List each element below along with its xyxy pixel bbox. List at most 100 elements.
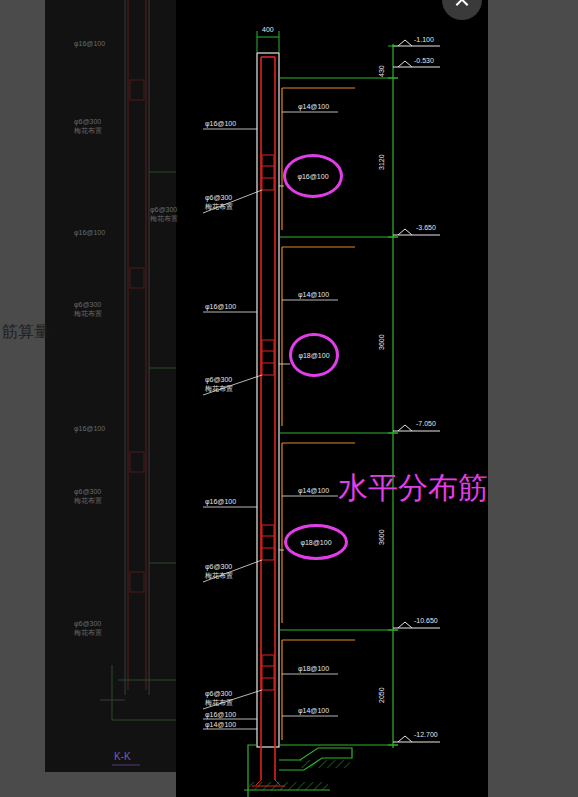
rebar-note: 梅花布置 <box>74 497 102 504</box>
elevation-text: -12.700 <box>414 731 438 738</box>
drawing-stroke <box>282 246 355 247</box>
rebar-label: φ6@300 <box>205 690 232 697</box>
drawing-stroke <box>261 56 275 58</box>
dimension-text: 3600 <box>378 529 385 545</box>
drawing-stroke <box>281 443 282 623</box>
rebar-label: φ14@100 <box>298 103 329 110</box>
drawing-stroke <box>149 368 180 369</box>
drawing-stroke <box>388 46 398 745</box>
rebar-label: φ6@300 <box>74 301 101 308</box>
drawing-stroke <box>392 44 393 748</box>
drawing-stroke <box>203 312 257 313</box>
drawing-stroke <box>279 629 398 630</box>
highlight-circle: φ18@100 <box>289 333 338 377</box>
highlight-circle: φ18@100 <box>284 524 348 560</box>
dimension-text: 400 <box>262 26 274 33</box>
drawing-stroke <box>262 155 274 690</box>
rebar-label: φ16@100 <box>297 173 328 180</box>
rebar-label: φ6@300 <box>150 206 177 213</box>
drawing-stroke <box>279 112 338 716</box>
drawing-stroke <box>262 536 274 537</box>
drawing-stroke <box>149 172 180 173</box>
drawing-stroke <box>125 0 126 695</box>
drawing-stroke <box>279 550 284 551</box>
drawing-stroke <box>388 630 398 631</box>
rebar-label: φ16@100 <box>205 711 236 718</box>
drawing-stroke <box>456 0 467 5</box>
rebar-label: φ6@300 <box>74 620 101 627</box>
drawing-stroke <box>257 31 258 52</box>
drawing-stroke <box>300 760 350 768</box>
drawing-stroke <box>252 780 285 786</box>
drawing-stroke <box>112 765 140 766</box>
drawing-stroke <box>282 112 338 113</box>
highlight-circle: φ16@100 <box>283 154 343 198</box>
drawing-stroke <box>262 178 274 179</box>
drawing-stroke <box>282 300 338 301</box>
drawing-stroke <box>244 745 352 797</box>
drawing-stroke <box>262 363 274 364</box>
drawing-stroke <box>262 351 274 352</box>
rebar-label: φ14@100 <box>298 487 329 494</box>
rebar-label: φ14@100 <box>205 721 236 728</box>
drawing-stroke <box>203 507 257 508</box>
drawing-stroke <box>112 665 180 720</box>
drawing-stroke <box>146 0 147 690</box>
drawing-stroke <box>388 78 398 79</box>
drawing-stroke <box>282 88 355 740</box>
elevation-text: -10.650 <box>414 617 438 624</box>
drawing-stroke <box>149 0 150 695</box>
rebar-label: φ16@100 <box>205 120 236 127</box>
drawing-stroke <box>279 236 398 237</box>
drawing-stroke <box>281 247 282 426</box>
drawing-stroke <box>262 678 274 679</box>
drawing-stroke <box>100 0 180 765</box>
elevation-text: -0.530 <box>414 57 434 64</box>
drawing-stroke <box>203 690 262 709</box>
rebar-note: 梅花布置 <box>150 215 178 222</box>
drawing-stroke <box>262 548 274 549</box>
drawing-stroke <box>388 433 398 434</box>
section-title: K-K <box>114 752 131 762</box>
drawing-stroke <box>279 748 352 770</box>
drawing-stroke <box>130 572 144 592</box>
rebar-note: 梅花布置 <box>74 127 102 134</box>
drawing-stroke <box>262 166 274 167</box>
rebar-label: φ14@100 <box>298 291 329 298</box>
drawing-stroke <box>257 37 279 38</box>
rebar-note: 梅花布置 <box>74 629 102 636</box>
dimension-text: 2050 <box>378 687 385 703</box>
drawing-stroke <box>261 57 275 780</box>
drawing-stroke <box>262 655 274 690</box>
rebar-label: φ6@300 <box>74 488 101 495</box>
drawing-stroke <box>252 780 285 786</box>
drawing-stroke <box>149 563 180 564</box>
drawing-stroke <box>388 237 398 238</box>
drawing-stroke <box>203 129 257 130</box>
rebar-label: φ16@100 <box>74 40 105 47</box>
drawing-stroke <box>203 729 257 730</box>
drawing-stroke <box>176 0 488 797</box>
drawing-stroke <box>282 716 338 717</box>
drawing-stroke <box>128 0 129 690</box>
drawing-stroke <box>130 452 144 472</box>
rebar-label: φ18@100 <box>298 352 329 359</box>
annotation-text: 水平分布筋 <box>338 473 488 503</box>
drawing-stroke <box>388 46 398 47</box>
drawing-stroke <box>203 190 262 213</box>
drawing-stroke <box>130 268 144 288</box>
rebar-label: φ6@300 <box>205 563 232 570</box>
drawing-stroke <box>279 432 398 433</box>
drawing-stroke <box>279 744 398 745</box>
drawing-stroke <box>130 80 144 100</box>
drawing-stroke <box>281 88 282 230</box>
dimension-text: 3120 <box>378 154 385 170</box>
drawing-stroke <box>282 639 355 640</box>
drawing-stroke <box>279 364 290 365</box>
rebar-note: 梅花布置 <box>205 203 233 210</box>
rebar-note: 梅花布置 <box>74 310 102 317</box>
rebar-note: 梅花布置 <box>205 699 233 706</box>
rebar-label: φ14@100 <box>298 707 329 714</box>
drawing-stroke <box>282 496 338 497</box>
